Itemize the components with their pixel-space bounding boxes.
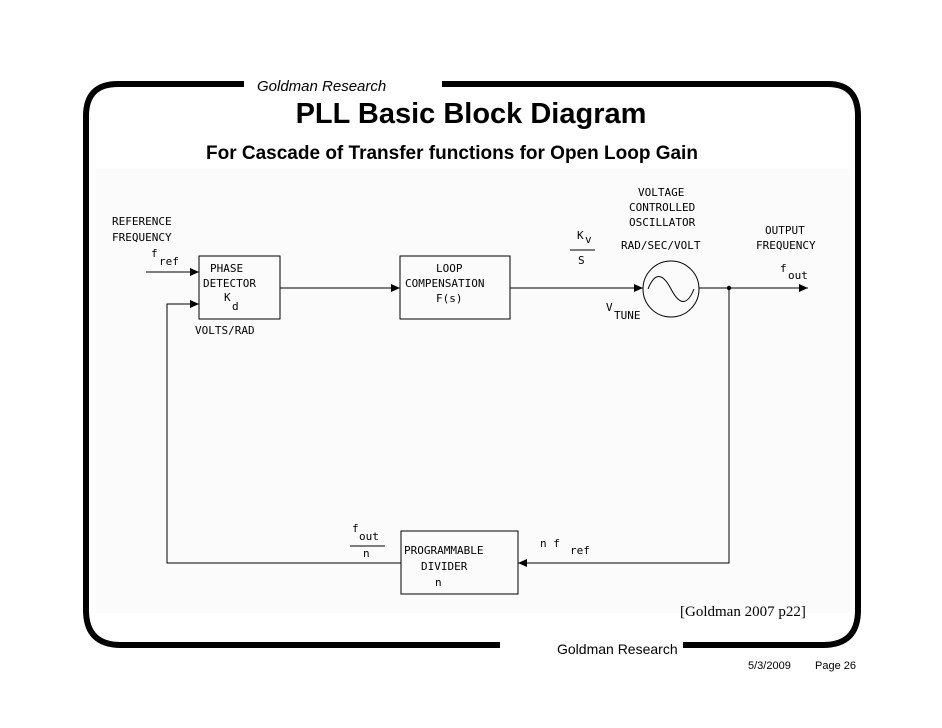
- fout-subscript: out: [788, 269, 808, 282]
- feedback-ref-subscript: ref: [570, 544, 590, 557]
- divider-line3: n: [435, 576, 442, 589]
- slide-frame: [83, 81, 861, 648]
- vco-units: RAD/SEC/VOLT: [621, 239, 701, 252]
- vco-line1: VOLTAGE: [638, 186, 684, 199]
- kv-numerator: K: [577, 229, 584, 242]
- vtune-subscript: TUNE: [614, 309, 641, 322]
- output-line2: FREQUENCY: [756, 239, 816, 252]
- arrow-loop: [391, 284, 400, 292]
- arrow-vco: [634, 284, 643, 292]
- vco-sine: [647, 276, 695, 302]
- kv-subscript: v: [585, 233, 592, 246]
- output-line1: OUTPUT: [765, 224, 805, 237]
- fref-symbol: f: [151, 247, 158, 260]
- citation: [Goldman 2007 p22]: [680, 604, 806, 620]
- loop-line2: COMPENSATION: [405, 277, 484, 290]
- page-title: PLL Basic Block Diagram: [295, 98, 647, 130]
- vco-symbol: [642, 260, 700, 318]
- diagram-background: [96, 169, 850, 613]
- feedback-right-line: [518, 288, 730, 564]
- arrow-divider: [518, 559, 527, 567]
- header-org: Goldman Research: [257, 78, 387, 95]
- junction-dot: [726, 285, 732, 291]
- divider-line1: PROGRAMMABLE: [404, 544, 483, 557]
- frame-left: [83, 81, 500, 648]
- divout-denominator: n: [363, 547, 370, 560]
- arrow-out: [799, 284, 808, 292]
- pd-kd-subscript: d: [232, 300, 239, 313]
- divout-numerator: f: [352, 522, 359, 535]
- page-subtitle: For Cascade of Transfer functions for Op…: [206, 143, 698, 164]
- frame-right: [442, 81, 861, 648]
- loop-line1: LOOP: [436, 262, 463, 275]
- divider-line2: DIVIDER: [421, 560, 468, 573]
- footer-page: Page 26: [815, 660, 856, 672]
- loop-line3: F(s): [436, 292, 463, 305]
- feedback-left-line: [166, 303, 401, 564]
- pd-line2: DETECTOR: [203, 277, 256, 290]
- kv-denominator: S: [578, 254, 585, 267]
- divout-subscript: out: [359, 530, 379, 543]
- reference-label-2: FREQUENCY: [112, 231, 172, 244]
- footer-date: 5/3/2009: [748, 660, 791, 672]
- pd-kd: K: [224, 291, 231, 304]
- vco-line2: CONTROLLED: [629, 201, 695, 214]
- pd-line1: PHASE: [210, 262, 243, 275]
- arrow-pd-feedback: [190, 300, 199, 308]
- vtune-symbol: V: [606, 301, 613, 314]
- footer-org: Goldman Research: [557, 641, 678, 657]
- fout-symbol: f: [780, 262, 787, 275]
- reference-label-1: REFERENCE: [112, 215, 172, 228]
- pd-units: VOLTS/RAD: [195, 324, 255, 337]
- fref-subscript: ref: [159, 255, 179, 268]
- arrow-ref: [190, 268, 199, 276]
- feedback-nf: n f: [540, 537, 560, 550]
- vco-line3: OSCILLATOR: [629, 216, 696, 229]
